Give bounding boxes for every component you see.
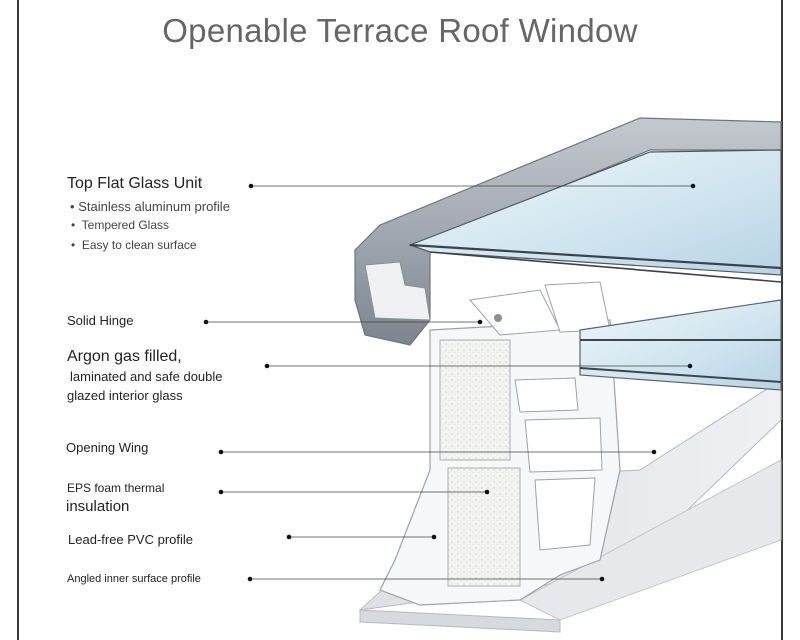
bullet-icon: • [71,218,76,232]
leader-pvc [286,534,437,540]
leader-top-glass [248,183,696,189]
label-top-glass-item-2: • Tempered Glass [71,218,169,232]
label-stainless-aluminum: Stainless aluminum profile [78,199,230,214]
leader-argon [264,363,693,369]
label-top-glass-item-1: • Stainless aluminum profile [70,199,230,214]
diagram-title: Openable Terrace Roof Window [162,12,638,49]
label-argon-line2: laminated and safe double [70,369,223,384]
leader-solid-hinge [203,319,483,325]
label-solid-hinge: Solid Hinge [67,313,134,328]
leader-angled [247,576,605,582]
leader-opening-wing [218,449,657,455]
label-tempered-glass: Tempered Glass [81,218,170,232]
label-argon-line1: Argon gas filled, [67,348,182,365]
label-pvc: Lead-free PVC profile [68,532,194,547]
label-argon-line3: glazed interior glass [67,388,183,403]
interior-double-glazing [579,299,782,391]
leader-eps [218,489,490,495]
label-top-glass-item-3: • Easy to clean surface [71,238,197,252]
bullet-icon: • [71,238,76,252]
frame-right-border [781,0,783,640]
label-angled: Angled inner surface profile [67,573,201,585]
label-easy-clean: Easy to clean surface [81,238,197,252]
pvc-frame-profile [379,281,621,606]
bullet-icon: • [70,199,75,214]
label-eps-line1: EPS foam thermal [67,481,165,495]
top-flat-glass-unit [408,149,782,283]
label-opening-wing: Opening Wing [66,440,149,455]
frame-left-border [17,0,19,640]
label-top-glass-heading: Top Flat Glass Unit [67,175,203,192]
label-eps-line2: insulation [66,498,130,515]
